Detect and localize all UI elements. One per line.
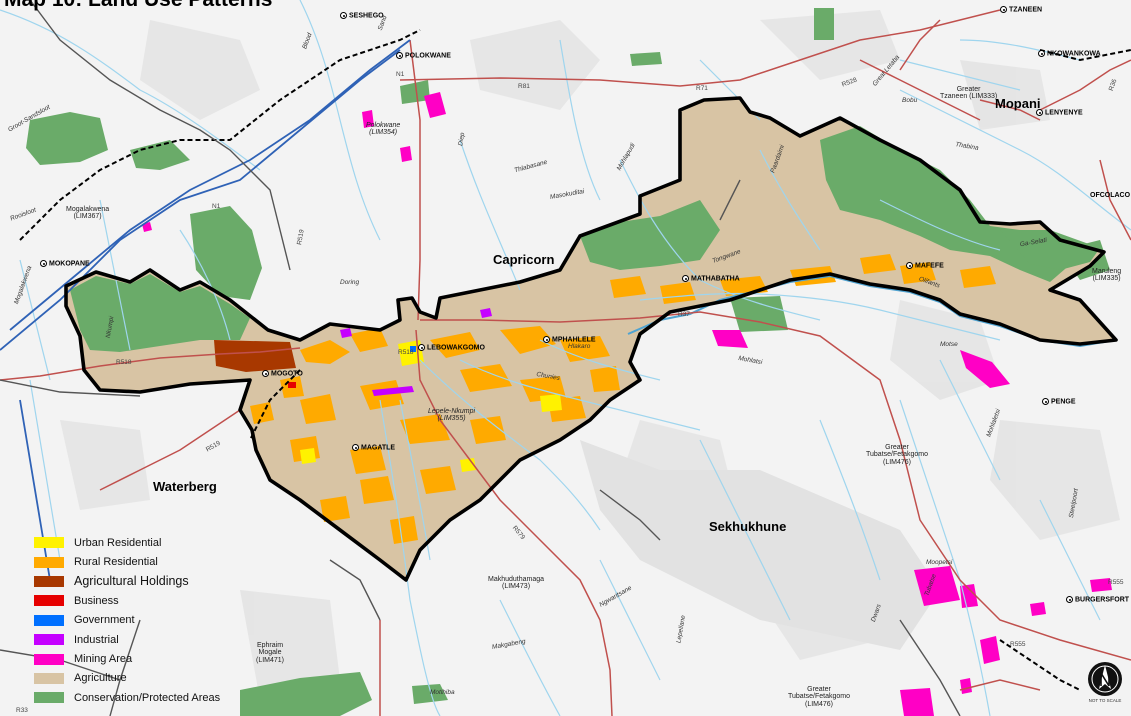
road-label-n1-south: N1	[212, 203, 221, 210]
legend-item-mining-area: Mining Area	[34, 649, 244, 668]
town-lenyenye: LENYENYE	[1036, 109, 1083, 117]
town-mafefe: MAFEFE	[906, 262, 944, 270]
road-label-r81: R81	[518, 83, 530, 90]
roads	[0, 9, 1131, 716]
legend-item-agricultural-holdings: Agricultural Holdings	[34, 572, 244, 591]
rural-residential-patches	[250, 254, 996, 544]
river-label-hlakaro: Hlakaro	[568, 343, 591, 350]
river-label-bobu: Bobu	[902, 97, 918, 104]
legend-swatch	[34, 692, 64, 704]
map-title: Map 10: Land Use Patterns	[4, 0, 272, 12]
town-marker-icon	[40, 260, 47, 267]
town-marker-icon	[352, 444, 359, 451]
government-area	[410, 346, 416, 352]
legend-item-urban-residential: Urban Residential	[34, 533, 244, 552]
town-mathabatha: MATHABATHA	[682, 275, 740, 283]
legend-item-agriculture: Agriculture	[34, 669, 244, 688]
town-nkowankowa: NKOWANKOWA	[1038, 50, 1101, 58]
legend-item-business: Business	[34, 591, 244, 610]
mining-areas	[142, 92, 1112, 716]
legend-swatch	[34, 653, 64, 665]
district-shade	[580, 440, 940, 650]
municipality-lepelle-nkumpi: Lepele-Nkumpi(LIM355)	[428, 408, 476, 423]
conservation-inside	[70, 126, 1100, 352]
north-arrow: NOT TO SCALE	[1084, 660, 1126, 704]
district-boundaries	[0, 0, 961, 716]
town-marker-icon	[1066, 596, 1073, 603]
legend-item-industrial: Industrial	[34, 630, 244, 649]
road-label-r518: R518	[398, 349, 414, 356]
railways	[19, 29, 1131, 691]
legend-swatch	[34, 614, 64, 626]
municipality-mogalakwena: Mogalakwena(LIM367)	[66, 206, 110, 221]
legend-swatch	[34, 672, 64, 684]
town-polokwane: POLOKWANE	[396, 52, 451, 60]
town-marker-icon	[1042, 398, 1049, 405]
municipality-maruleng: Maruleng(LIM335)	[1092, 268, 1122, 283]
region-label-waterberg: Waterberg	[153, 479, 217, 494]
town-ofcolaco: OFCOLACO	[1090, 192, 1131, 199]
town-marker-icon	[340, 12, 347, 19]
compass-scale-text: NOT TO SCALE	[1089, 698, 1122, 703]
town-seshego: SESHEGO	[340, 12, 384, 20]
town-lebowakgomo: LEBOWAKGOMO	[418, 344, 485, 352]
map-legend: Urban Residential Rural Residential Agri…	[34, 533, 244, 708]
legend-item-rural-residential: Rural Residential	[34, 552, 244, 571]
legend-swatch	[34, 634, 64, 646]
road-label-r555: R555	[1108, 579, 1124, 586]
national-roads	[0, 39, 411, 581]
legend-swatch	[34, 537, 64, 549]
road-label-r33: R33	[16, 707, 28, 714]
road-label-r555-south: R555	[1010, 641, 1026, 648]
town-burgersfort: BURGERSFORT	[1066, 596, 1129, 604]
town-marker-icon	[1000, 6, 1007, 13]
town-penge: PENGE	[1042, 398, 1076, 406]
legend-swatch	[34, 556, 64, 568]
municipality-boundary	[64, 96, 1118, 582]
road-label-r37: R37	[678, 311, 690, 318]
road-label-r71: R71	[696, 85, 708, 92]
town-marker-icon	[396, 52, 403, 59]
legend-swatch	[34, 595, 64, 607]
legend-swatch	[34, 575, 64, 587]
town-marker-icon	[1036, 109, 1043, 116]
municipality-makhuduthamaga: Makhuduthamaga(LIM473)	[488, 576, 545, 591]
town-marker-icon	[418, 344, 425, 351]
region-label-mopani: Mopani	[995, 96, 1041, 111]
industrial-areas	[340, 308, 492, 396]
business-area	[288, 382, 296, 388]
region-label-sekhukhune: Sekhukhune	[709, 519, 787, 534]
legend-item-government: Government	[34, 611, 244, 630]
town-marker-icon	[682, 275, 689, 282]
town-marker-icon	[543, 336, 550, 343]
town-magatle: MAGATLE	[352, 444, 395, 452]
town-tzaneen: TZANEEN	[1000, 6, 1042, 14]
town-marker-icon	[262, 370, 269, 377]
region-label-capricorn: Capricorn	[493, 252, 555, 267]
town-marker-icon	[906, 262, 913, 269]
town-marker-icon	[1038, 50, 1045, 57]
river-label-motlhiba: Motlhiba	[430, 689, 455, 696]
town-mokopane: MOKOPANE	[40, 260, 90, 268]
municipality-polokwane: Polokwane(LIM354)	[366, 122, 401, 137]
town-mogoto: MOGOTO	[262, 370, 303, 378]
river-label-motse: Motse	[940, 341, 958, 348]
compass-icon: NOT TO SCALE	[1088, 662, 1122, 703]
river-label-doring: Doring	[340, 279, 360, 286]
road-label-r518-west: R518	[116, 359, 132, 366]
legend-item-conservation: Conservation/Protected Areas	[34, 688, 244, 707]
river-label-moopetsi: Moopetsi	[926, 559, 953, 566]
town-mphahlele: MPHAHLELE	[543, 336, 596, 344]
agricultural-holdings	[214, 340, 296, 372]
road-label-n1: N1	[396, 71, 405, 78]
